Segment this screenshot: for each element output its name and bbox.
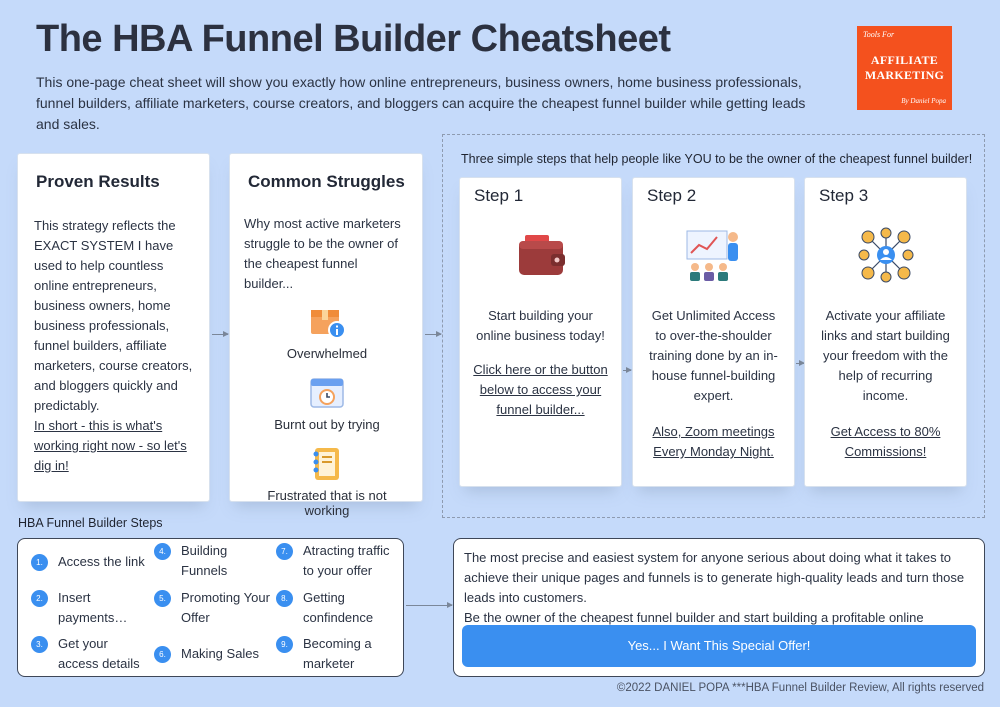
step-link[interactable]: Also, Zoom meetings Every Monday Night. bbox=[652, 424, 775, 459]
common-struggles-card: Common Struggles Why most active markete… bbox=[229, 153, 423, 518]
notebook-icon bbox=[244, 442, 410, 486]
box-info-icon bbox=[244, 300, 410, 344]
offer-text-2: Be the owner of the cheapest funnel buil… bbox=[464, 610, 924, 625]
footer-copyright: ©2022 DANIEL POPA ***HBA Funnel Builder … bbox=[616, 682, 984, 694]
list-item: 9. Becoming a marketer bbox=[276, 634, 386, 674]
list-label: Access the link bbox=[58, 554, 145, 569]
step-card-3: Step 3 Activate your affiliate links and… bbox=[804, 177, 967, 487]
logo[interactable]: Tools For AFFILIATE MARKETING By Daniel … bbox=[857, 26, 952, 110]
struggle-label: Overwhelmed bbox=[286, 346, 368, 361]
list-label: Becoming a marketer bbox=[303, 636, 372, 671]
proven-results-title: Proven Results bbox=[36, 172, 160, 191]
step-title: Step 1 bbox=[474, 186, 524, 205]
page-title: The HBA Funnel Builder Cheatsheet bbox=[36, 18, 671, 60]
list-label: Get your access details bbox=[58, 636, 140, 671]
builder-steps-list: 1. Access the link 2. Insert payments… 3. G… bbox=[17, 538, 404, 677]
step-text: Activate your affiliate links and start … bbox=[821, 308, 950, 403]
list-item: 7. Atracting traffic to your offer bbox=[276, 541, 400, 581]
step-title: Step 3 bbox=[819, 186, 869, 205]
steps-heading: Three simple steps that help people like… bbox=[461, 152, 973, 166]
step-card-2: Step 2 Get Unlimited Access to over-the-… bbox=[632, 177, 795, 487]
arrow-icon bbox=[406, 602, 453, 608]
struggle-item: Overwhelmed bbox=[244, 300, 410, 361]
arrow-icon bbox=[796, 360, 805, 366]
arrow-icon bbox=[425, 331, 442, 337]
list-label: Making Sales bbox=[181, 646, 260, 661]
list-number: 4. bbox=[154, 543, 171, 560]
proven-results-link[interactable]: In short - this is what's working right … bbox=[34, 418, 187, 473]
steps-container bbox=[442, 134, 985, 518]
calendar-clock-icon bbox=[244, 371, 410, 415]
presentation-icon bbox=[645, 220, 782, 290]
logo-top: Tools For bbox=[863, 30, 895, 39]
step-text: Get Unlimited Access to over-the-shoulde… bbox=[649, 308, 778, 403]
list-number: 6. bbox=[154, 646, 171, 663]
list-number: 8. bbox=[276, 590, 293, 607]
step-title: Step 2 bbox=[647, 186, 697, 205]
list-item: 5. Promoting Your Offer bbox=[154, 588, 274, 628]
list-label: Insert payments… bbox=[58, 590, 128, 625]
step-link[interactable]: Click here or the button below to access… bbox=[473, 362, 608, 417]
logo-line1: AFFILIATE bbox=[870, 53, 939, 67]
step-text: Start building your online business toda… bbox=[476, 308, 605, 343]
list-item: 1. Access the link bbox=[31, 552, 151, 572]
list-number: 9. bbox=[276, 636, 293, 653]
logo-line2: MARKETING bbox=[864, 68, 945, 82]
special-offer-button[interactable]: Yes... I Want This Special Offer! bbox=[462, 625, 976, 667]
step-card-1: Step 1 Start building your online busine… bbox=[459, 177, 622, 487]
wallet-icon bbox=[472, 220, 609, 290]
list-number: 1. bbox=[31, 554, 48, 571]
builder-steps-title: HBA Funnel Builder Steps bbox=[18, 516, 163, 530]
list-number: 5. bbox=[154, 590, 171, 607]
struggle-item: Burnt out by trying bbox=[244, 371, 410, 432]
affiliate-network-icon bbox=[817, 220, 954, 290]
offer-text: The most precise and easiest system for … bbox=[464, 548, 974, 628]
list-number: 2. bbox=[31, 590, 48, 607]
proven-results-text: This strategy reflects the EXACT SYSTEM … bbox=[34, 218, 193, 413]
list-item: 4. Building Funnels bbox=[154, 541, 264, 581]
list-label: Atracting traffic to your offer bbox=[303, 543, 390, 578]
arrow-icon bbox=[623, 367, 632, 373]
proven-results-card: Proven Results This strategy reflects th… bbox=[17, 153, 210, 502]
common-struggles-text: Why most active marketers struggle to be… bbox=[244, 216, 401, 291]
list-label: Promoting Your Offer bbox=[181, 590, 270, 625]
step-link[interactable]: Get Access to 80% Commissions! bbox=[830, 424, 941, 459]
struggle-label: Frustrated that is not working bbox=[267, 488, 387, 518]
struggle-label: Burnt out by trying bbox=[274, 417, 380, 432]
offer-box: The most precise and easiest system for … bbox=[453, 538, 985, 677]
list-label: Building Funnels bbox=[181, 543, 228, 578]
intro-text: This one-page cheat sheet will show you … bbox=[36, 74, 806, 132]
list-item: 6. Making Sales bbox=[154, 644, 274, 664]
list-label: Getting confindence bbox=[303, 590, 374, 625]
common-struggles-title: Common Struggles bbox=[248, 172, 405, 191]
list-number: 7. bbox=[276, 543, 293, 560]
list-item: 8. Getting confindence bbox=[276, 588, 396, 628]
list-item: 2. Insert payments… bbox=[31, 588, 141, 628]
list-item: 3. Get your access details bbox=[31, 634, 151, 674]
logo-byline: By Daniel Popa bbox=[901, 97, 946, 105]
struggle-item: Frustrated that is not working bbox=[244, 442, 410, 518]
offer-text-1: The most precise and easiest system for … bbox=[464, 550, 965, 605]
arrow-icon bbox=[212, 331, 229, 337]
list-number: 3. bbox=[31, 636, 48, 653]
